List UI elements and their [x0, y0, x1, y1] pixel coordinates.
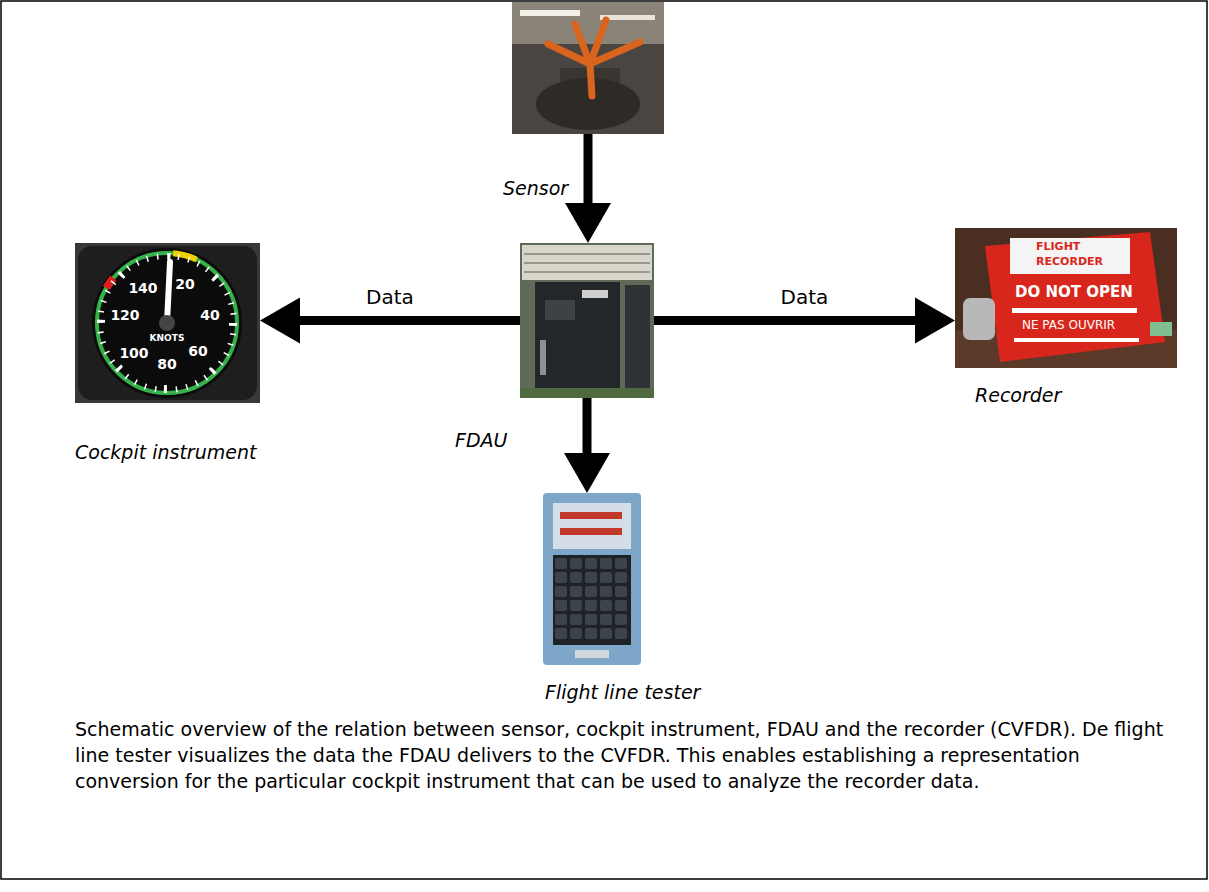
node-label: Cockpit instrument [75, 440, 256, 464]
recorder-stripe [1014, 338, 1139, 342]
gauge-number: 100 [119, 346, 148, 361]
gauge-yellow-arc [173, 253, 197, 259]
tester-display [560, 512, 622, 519]
photo-ground [512, 2, 664, 134]
node-caption: Cockpit instrument [75, 440, 256, 464]
fdau-photo [520, 243, 654, 398]
node-caption: Sensor [503, 176, 568, 200]
gauge-number: 20 [175, 277, 194, 292]
edge-label: Data [778, 285, 832, 309]
data-flow-arrow [290, 316, 520, 325]
ceiling-light [520, 10, 580, 16]
tester-keys [555, 558, 629, 642]
node-label: FDAU [455, 428, 507, 452]
gauge-dial [92, 248, 242, 398]
data-flow-arrow [654, 316, 925, 325]
fdau-plate [582, 290, 608, 298]
photo-ceiling [512, 2, 664, 44]
gauge-hub [159, 315, 175, 331]
figure-caption: Schematic overview of the relation betwe… [75, 716, 1187, 794]
gauge-number: 140 [128, 281, 157, 296]
data-flow-arrow [584, 134, 593, 213]
photo-ground [955, 228, 1177, 368]
tester-node: Flight line tester [543, 493, 641, 665]
sensor-photo [512, 2, 664, 134]
gauge-unit: KNOTS [150, 334, 185, 344]
fdau-rack [520, 388, 654, 398]
recorder-stripe [1012, 308, 1137, 313]
wire-lines [524, 254, 650, 272]
gauge-needle [167, 262, 170, 323]
edge-label: Data [363, 285, 417, 309]
gauge-number: 120 [110, 308, 139, 323]
recorder-tag [1150, 322, 1172, 336]
node-label: Recorder [975, 383, 1061, 407]
gauge-major-ticks [101, 257, 233, 389]
tester-plate [575, 650, 609, 658]
tester-display-panel [553, 503, 631, 549]
recorder-label-plate [1010, 238, 1130, 274]
gauge-number: 60 [188, 344, 207, 359]
flight-line-tester-photo [543, 493, 641, 665]
tester-frame [543, 493, 641, 665]
airspeed-gauge-photo [75, 243, 260, 403]
sensor-arm [548, 20, 640, 96]
sensor-node: Sensor [512, 2, 664, 134]
fdau-handle [540, 340, 546, 375]
tester-display [560, 528, 622, 535]
node-caption: Recorder [975, 383, 1061, 407]
recorder-marking: RECORDER [1036, 256, 1103, 268]
gauge-red-mark [106, 278, 113, 288]
instrument-node: Cockpit instrument [75, 243, 260, 403]
node-label: Sensor [503, 176, 568, 200]
photo-ground [520, 243, 654, 398]
wire-bundle [522, 245, 652, 280]
fdau-unit [535, 282, 620, 390]
fdau-side-unit [625, 285, 650, 390]
recorder-photo [955, 228, 1177, 368]
recorder-warning: DO NOT OPEN [1015, 284, 1133, 301]
photo-ground [75, 243, 260, 403]
fdau-panel [545, 300, 575, 320]
gauge-bezel [78, 246, 257, 400]
tester-keypad [553, 555, 631, 645]
recorder-beacon [963, 298, 995, 340]
gauge-green-arc [97, 253, 237, 393]
recorder-warning: NE PAS OUVRIR [1022, 319, 1115, 332]
gauge-number: 40 [200, 308, 219, 323]
node-caption: Flight line tester [545, 680, 700, 704]
gauge-minor-ticks [100, 256, 234, 390]
fdau-node: FDAU [520, 243, 654, 398]
recorder-marking: FLIGHT [1036, 241, 1080, 253]
gauge-number: 80 [157, 357, 176, 372]
node-caption: FDAU [455, 428, 507, 452]
node-label: Flight line tester [545, 680, 700, 704]
data-flow-arrow [583, 398, 592, 463]
recorder-box [985, 232, 1165, 362]
